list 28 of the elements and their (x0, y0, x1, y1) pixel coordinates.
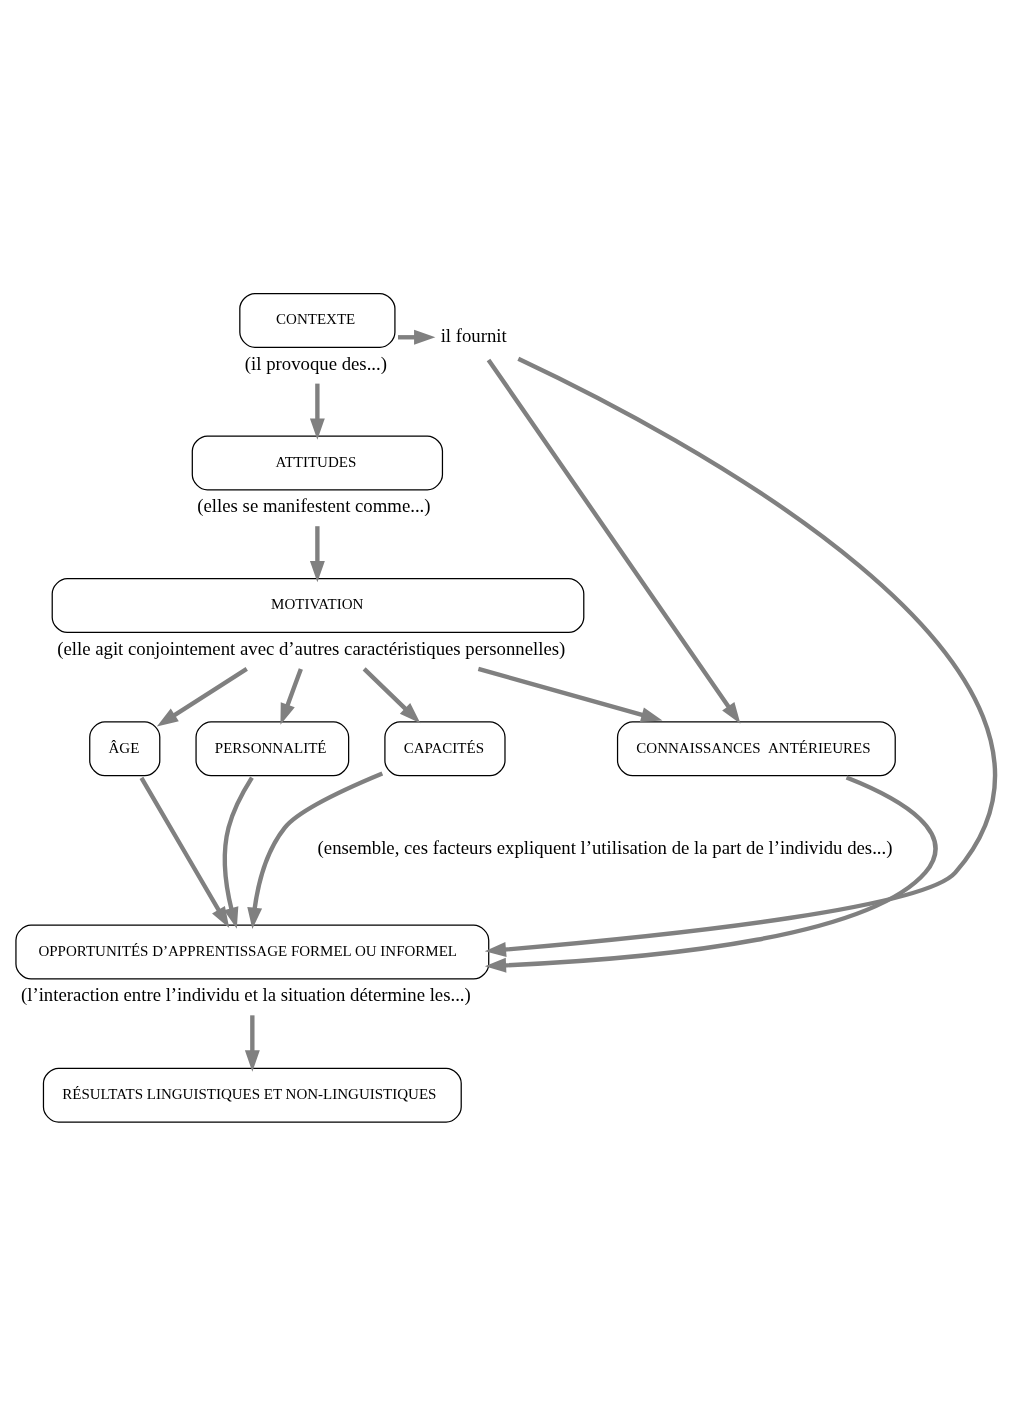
arrow (309, 383, 325, 440)
arrow (309, 525, 325, 582)
node-label: (l’interaction entre l’individu et la situation détermine les...) (20, 983, 471, 1005)
arrow (486, 358, 741, 724)
node-box: MOTIVATION (51, 577, 585, 633)
node-box: CONTEXTE (239, 292, 396, 348)
node-box: OPPORTUNITÉS D’APPRENTISSAGE FORMEL OU INFORMEL (15, 924, 490, 980)
arrow (244, 1014, 260, 1072)
node-label: (elles se manifestent comme...) (197, 494, 431, 516)
node-box: CAPACITÉS (384, 720, 506, 776)
node-text: il fournit (440, 324, 507, 346)
arrow (247, 770, 384, 929)
arrow (156, 666, 248, 726)
node-box: PERSONNALITÉ (195, 720, 350, 776)
node-box: CONNAISSANCES ANTÉRIEURES (616, 720, 896, 776)
arrow (484, 356, 997, 957)
arrow (139, 776, 230, 928)
node-box: ATTITUDES (191, 434, 444, 490)
label: (ensemble, ces facteurs expliquent l’utilisation de la part de l’individu des...) (317, 836, 893, 858)
arrow (484, 775, 938, 973)
arrow (222, 775, 254, 929)
arrow (477, 666, 663, 722)
node-label: (elle agit conjointement avec d’autres caractéristiques personnelles) (57, 637, 566, 659)
arrow (280, 667, 303, 725)
node-box: RÉSULTATS LINGUISTIQUES ET NON-LINGUISTIQUES (42, 1067, 462, 1123)
arrow (362, 666, 421, 723)
node-box: ÂGE (89, 720, 161, 776)
node-label: (il provoque des...) (244, 352, 387, 374)
